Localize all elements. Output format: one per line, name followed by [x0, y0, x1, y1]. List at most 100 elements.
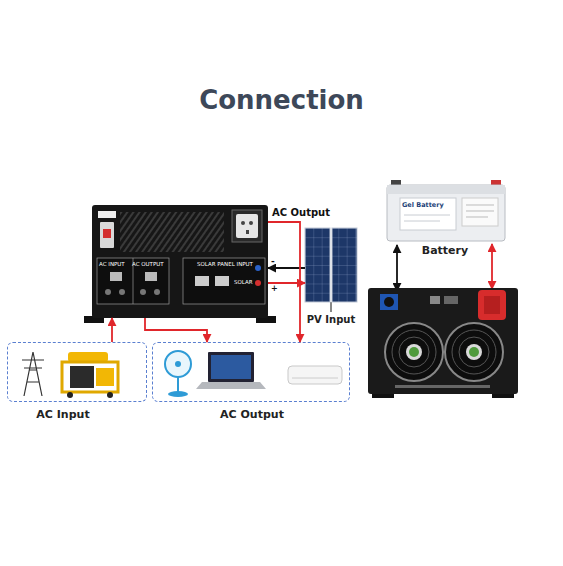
- inverter-front-art: [392, 330, 436, 374]
- terminal-label: SOLAR: [234, 279, 258, 285]
- inverter-rear-art: [110, 272, 122, 281]
- inverter-front-art: [368, 288, 518, 398]
- inverter-front-art: [430, 296, 440, 304]
- inverter-rear-art: [105, 289, 111, 295]
- solar-panel: PV Input: [305, 228, 357, 302]
- inverter-rear-art: [183, 258, 265, 304]
- inverter-front-art: [399, 337, 429, 367]
- inverter-rear-art: [92, 205, 268, 318]
- terminal-label: +: [271, 285, 281, 294]
- inverter-rear-panel: AC INPUTAC OUTPUT SOLAR PANEL INPUT: [92, 205, 268, 318]
- wire-connector: [268, 222, 300, 342]
- battery-art: [462, 198, 498, 226]
- node-text: Gel Battery: [402, 202, 456, 209]
- battery-cables: [397, 244, 492, 291]
- node-text: AC Input: [8, 409, 118, 421]
- ac-source-icons: [62, 362, 118, 392]
- inverter-rear-art: [249, 221, 253, 225]
- battery: Gel BatteryBattery: [387, 185, 505, 241]
- inverter-rear-art: [232, 210, 262, 242]
- inverter-front-art: [466, 344, 482, 360]
- ac-source-icons: [67, 392, 73, 398]
- node-text: AC Output: [153, 409, 351, 421]
- battery-art: [466, 205, 494, 206]
- ac-source-icons: [22, 352, 44, 396]
- battery-art: [404, 215, 450, 216]
- ac-load-icons: [168, 391, 188, 397]
- ac-source-icons: [107, 392, 113, 398]
- inverter-rear-art: [236, 214, 258, 238]
- connector-label: AC Output: [272, 207, 336, 218]
- ac-input-group: AC Input: [7, 342, 147, 402]
- inverter-rear-art: [98, 211, 116, 218]
- ac-load-icons: [196, 382, 266, 389]
- inverter-rear-art: [246, 230, 249, 234]
- inverter-rear-art: [140, 289, 146, 295]
- ac-output-group: AC Output: [152, 342, 350, 402]
- battery-art: [466, 211, 494, 212]
- inverter-front-art: [469, 347, 479, 357]
- ac-load-icons: [165, 351, 342, 397]
- wire-connector: [268, 282, 305, 284]
- inverter-front-art: [444, 296, 458, 304]
- solar-panel-art: [332, 228, 357, 302]
- inverter-front-art: [445, 323, 503, 381]
- inverter-rear-art: [120, 212, 224, 252]
- inverter-front-art: [395, 385, 490, 388]
- inverter-rear-art: [154, 289, 160, 295]
- inverter-rear-art: [100, 222, 114, 248]
- ac-load-icons: [165, 351, 191, 377]
- inverter-rear-art: [195, 276, 209, 286]
- inverter-rear-art: [119, 289, 125, 295]
- inverter-rear-art: [103, 229, 111, 238]
- solar-panel-art: [305, 228, 330, 302]
- inverter-front-art: [452, 330, 496, 374]
- inverter-front-art: [380, 294, 398, 310]
- inverter-front-art: [368, 288, 518, 394]
- ac-load-icons: [288, 366, 342, 384]
- inverter-front-art: [478, 290, 506, 320]
- solar-panel-art: [305, 228, 357, 312]
- battery-art: [387, 185, 505, 194]
- terminal-label: -: [271, 257, 281, 267]
- wire-connector: [268, 267, 305, 269]
- inverter-rear-art: [255, 265, 261, 271]
- solar-panel-art: [330, 302, 332, 312]
- inverter-rear-art: [255, 280, 261, 286]
- node-text: Battery: [415, 245, 475, 257]
- diagram-title: Connection: [0, 86, 563, 115]
- inverter-front-art: [384, 297, 394, 307]
- battery-cables: [491, 244, 493, 289]
- battery-art: [387, 185, 505, 241]
- node-text: AC OUTPUT: [132, 261, 168, 267]
- battery-art: [466, 217, 488, 218]
- inverter-front-art: [406, 344, 422, 360]
- ac-source-icons: [70, 366, 94, 388]
- node-text: AC INPUT: [99, 261, 133, 267]
- ac-load-icons: [211, 355, 251, 379]
- inverter-front-art: [409, 347, 419, 357]
- ac-source-icons: [96, 368, 114, 386]
- ac-load-icons: [292, 378, 338, 379]
- ac-source-icons: [22, 352, 118, 398]
- wire-connector: [145, 318, 207, 342]
- wire-connector: [111, 318, 113, 342]
- node-text: SOLAR PANEL INPUT: [186, 261, 264, 267]
- ac-load-icons: [175, 361, 181, 367]
- inverter-rear-art: [215, 276, 229, 286]
- battery-art: [404, 221, 440, 222]
- inverter-rear-art: [84, 205, 276, 323]
- battery-cables: [396, 245, 398, 291]
- inverter-rear-art: [241, 221, 245, 225]
- inverter-front-art: [484, 296, 500, 314]
- node-text: PV Input: [299, 314, 363, 325]
- battery-art: [387, 180, 505, 241]
- inverter-front-art: [385, 323, 443, 381]
- inverter-front-art: [459, 337, 489, 367]
- ac-load-icons: [208, 352, 254, 382]
- inverter-rear-art: [145, 272, 157, 281]
- inverter-rear-art: [97, 258, 169, 304]
